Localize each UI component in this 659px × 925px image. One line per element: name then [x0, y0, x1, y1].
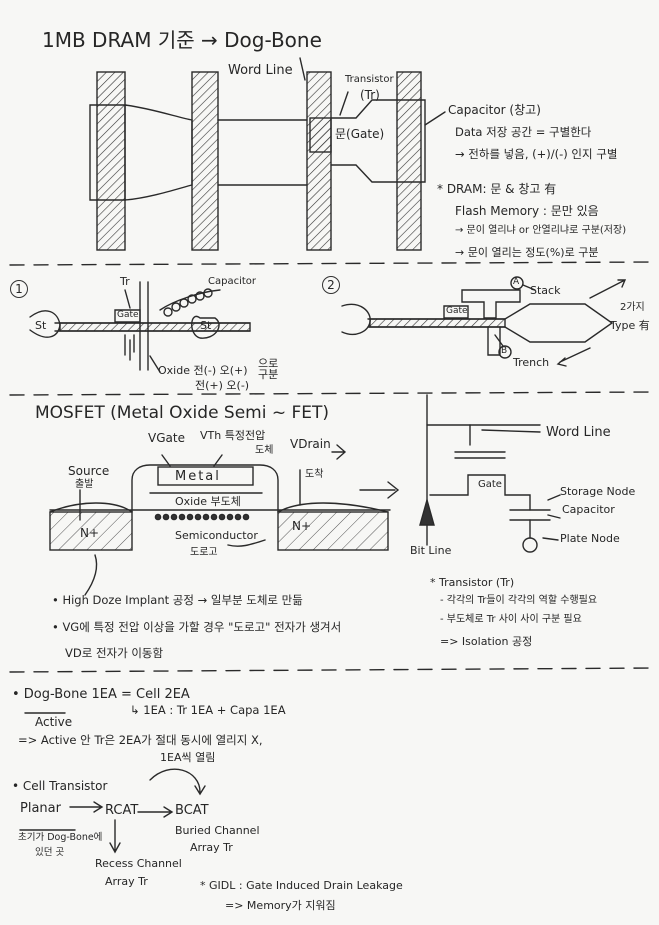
oxide-side-note: 으로 구분 [258, 357, 279, 381]
transistor-label: Transistor [345, 74, 394, 85]
vgate-label: VGate [148, 431, 185, 445]
buried-channel-label: Buried Channel [175, 824, 260, 837]
gate-label-2: Gate [117, 310, 139, 320]
active-note-1: => Active 안 Tr은 2EA가 절대 동시에 열리지 X, [18, 733, 263, 747]
word-line-label-2: Word Line [546, 425, 611, 440]
transistor-note-3: => Isolation 공정 [440, 635, 533, 648]
cell-transistor-arrows [19, 712, 206, 854]
gate-label-3: Gate [446, 306, 468, 316]
source-label-2: 출발 [75, 479, 94, 490]
dog-bone-diagram [89, 57, 446, 251]
gate-door-label: 문(Gate) [335, 127, 385, 141]
oxide-note-1: Oxide 전(-) 오(+) [158, 364, 248, 377]
n-plus-right: N+ [292, 519, 312, 533]
recess-channel-label-2: Array Tr [105, 875, 148, 888]
mosfet-title: MOSFET (Metal Oxide Semi ~ FET) [35, 403, 330, 423]
capacitor-label-3: Capacitor [562, 503, 615, 516]
flash-note: Flash Memory : 문만 있음 [455, 204, 599, 218]
st-right-label: St [200, 319, 212, 332]
item-number-2: 2 [322, 276, 340, 294]
tr-label: (Tr) [360, 88, 380, 102]
mosfet-bullet-1: • High Doze Implant 공정 → 일부분 도체로 만듦 [52, 593, 303, 607]
capacitor-label-2: Capacitor [208, 276, 257, 287]
gidl-note: * GIDL : Gate Induced Drain Leakage [200, 879, 403, 892]
types-label: 2가지 [620, 302, 645, 313]
storage-node-label: Storage Node [560, 485, 636, 498]
bit-line-label: Bit Line [410, 544, 452, 557]
road-label: 도로고 [190, 547, 218, 558]
plate-node-label: Plate Node [560, 532, 620, 545]
types-label-2: Type 有 [610, 319, 650, 332]
capa-line: ↳ 1EA : Tr 1EA + Capa 1EA [130, 703, 286, 717]
capacitor-note-1: Data 저장 공간 = 구별한다 [455, 125, 592, 139]
tr-label-2: Tr [120, 275, 130, 288]
recess-channel-label: Recess Channel [95, 857, 182, 870]
planar-label: Planar [20, 801, 61, 816]
label-b: B [501, 346, 508, 356]
mosfet-bullet-3: VD로 전자가 이동함 [65, 646, 164, 660]
oxide-note-2: 전(+) 오(-) [195, 379, 250, 392]
dram-cell-circuit [419, 394, 561, 553]
flash-note-3: → 문이 열리는 정도(%)로 구분 [455, 246, 599, 259]
oxide-label: Oxide 부도체 [175, 495, 241, 508]
vdrain-label: VDrain [290, 437, 331, 451]
stack-label: Stack [530, 284, 561, 297]
mosfet-bullet-2: • VG에 특정 전압 이상을 가할 경우 "도로고" 전자가 생겨서 [52, 620, 342, 634]
word-line-label: Word Line [228, 63, 293, 78]
transistor-note-1: - 각각의 Tr들이 각각의 역할 수행필요 [440, 595, 598, 606]
flash-note-2: → 문이 열리냐 or 안열리냐로 구분(저장) [455, 225, 627, 236]
semiconductor-label: Semiconductor [175, 529, 258, 542]
item-number-1: 1 [10, 280, 28, 298]
vth-label-2: 도체 [255, 445, 274, 456]
rcat-label: RCAT [105, 803, 139, 818]
planar-note-1: 초기가 Dog-Bone에 [18, 832, 103, 843]
capacitor-label: Capacitor (창고) [448, 103, 541, 117]
section1-title: 1MB DRAM 기준 → Dog-Bone [42, 28, 322, 52]
st-left-label: St [35, 319, 47, 332]
active-note-2: 1EA씩 열림 [160, 751, 216, 764]
cell-cross-section-1 [29, 281, 251, 373]
cell-cross-section-2 [341, 276, 627, 367]
vth-label: VTh 특정전압 [200, 429, 266, 442]
metal-label: Metal [175, 469, 221, 484]
trench-label: Trench [513, 356, 550, 369]
transistor-heading: * Transistor (Tr) [430, 576, 515, 589]
gate-label-4: Gate [478, 479, 502, 490]
buried-channel-label-2: Array Tr [190, 841, 233, 854]
dram-note: * DRAM: 문 & 창고 有 [437, 182, 557, 196]
transistor-note-2: - 부도체로 Tr 사이 사이 구분 필요 [440, 614, 582, 625]
memory-note: => Memory가 지워짐 [225, 899, 336, 912]
bcat-label: BCAT [175, 803, 209, 818]
vdrain-label-2: 도착 [305, 469, 324, 480]
cell-transistor-heading: • Cell Transistor [12, 779, 108, 793]
dog-bone-line: • Dog-Bone 1EA = Cell 2EA [12, 687, 190, 702]
source-label: Source [68, 464, 110, 478]
label-a: A [513, 277, 520, 287]
capacitor-note-2: → 전하를 넣음, (+)/(-) 인지 구별 [455, 147, 618, 161]
mosfet-diagram [49, 444, 400, 596]
planar-note-2: 있던 곳 [35, 847, 65, 858]
n-plus-left: N+ [80, 526, 100, 540]
active-label: Active [35, 715, 73, 729]
